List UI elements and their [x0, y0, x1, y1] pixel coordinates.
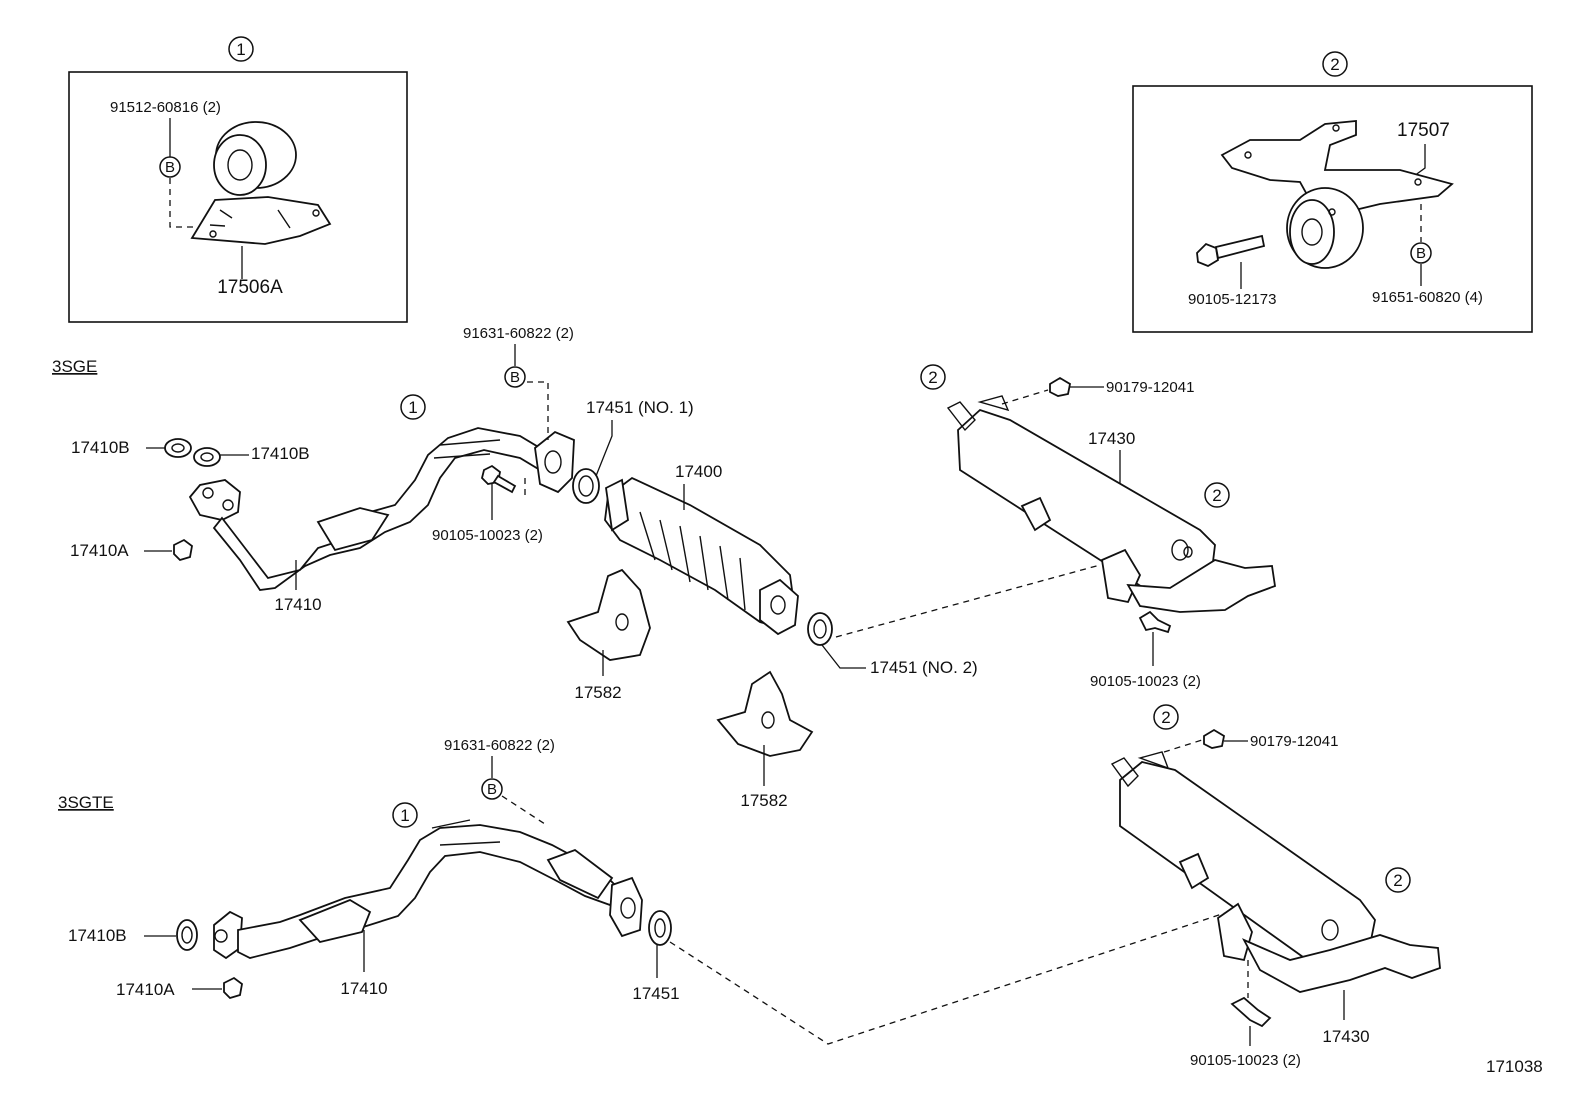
inset1-part-label: 17506A [217, 277, 283, 298]
gasket-17410b [176, 919, 198, 951]
ref-circle-1-text: 1 [400, 806, 409, 825]
ref-circle-2-text: 2 [1161, 708, 1170, 727]
label-17410b-left: 17410B [71, 438, 130, 457]
dashed-leader [169, 178, 205, 228]
pipe-flange [534, 430, 575, 494]
ref-circle-2-text: 2 [1330, 55, 1339, 74]
section-3sge-title: 3SGE [52, 357, 97, 376]
dashed-leader [1163, 739, 1203, 753]
ref-circle-2 [1204, 482, 1230, 508]
inset1-bolt-label: 91512-60816 (2) [110, 99, 221, 116]
catalytic-converter-17400 [604, 476, 799, 636]
bolt-b-marker [504, 366, 526, 388]
dashed-leader [527, 381, 549, 440]
dashed-connection [835, 564, 1101, 638]
label-17410b-right: 17410B [251, 444, 310, 463]
dashed-leader [501, 795, 549, 827]
ref-circle-1 [392, 802, 418, 828]
label-17410a-turbo: 17410A [116, 980, 175, 999]
label-90105-10023-turbo: 90105-10023 (2) [1190, 1052, 1301, 1069]
label-17400: 17400 [675, 462, 722, 481]
ref-circle-2-text: 2 [1212, 486, 1221, 505]
section-3sge: 3SGE 17410B 17410B 17410A 17410 1 91631 [52, 325, 1276, 810]
ref-circle-1-text: 1 [408, 398, 417, 417]
bolt-90105-10023 [1230, 996, 1272, 1028]
ref-circle-2 [1385, 867, 1411, 893]
bolt-90105-10023 [1138, 610, 1172, 634]
ref-circle-1 [228, 36, 254, 62]
bolt-b-marker-text: B [487, 781, 497, 798]
gasket-17410b [164, 438, 192, 458]
label-91631-60822-top: 91631-60822 (2) [463, 325, 574, 342]
front-pipe-17410-turbo [213, 819, 643, 960]
bracket-17507 [1220, 120, 1454, 269]
label-17410-turbo: 17410 [340, 979, 387, 998]
ref-circle-2 [1322, 51, 1348, 77]
label-17430-turbo: 17430 [1322, 1027, 1369, 1046]
ref-circle-1 [400, 394, 426, 420]
ref-circle-2 [1153, 704, 1179, 730]
label-90105-10023-muffler: 90105-10023 (2) [1090, 673, 1201, 690]
leader [595, 420, 613, 477]
muffler-17430-turbo [1110, 751, 1441, 993]
label-90179-12041-turbo: 90179-12041 [1250, 733, 1338, 750]
gasket-17451 [648, 910, 672, 946]
gasket-17451-no1 [572, 468, 600, 504]
bolt-b-marker [159, 156, 181, 178]
nut-90179-12041 [1049, 376, 1072, 397]
label-17410b-turbo: 17410B [68, 926, 127, 945]
inset-1-hanger: 1 91512-60816 (2) B 17506A [68, 36, 408, 323]
muffler-17430 [946, 395, 1276, 613]
ref-circle-2-text: 2 [928, 368, 937, 387]
leader [821, 644, 866, 669]
section-3sgte: 3SGTE 91631-60822 (2) B 1 17410 17410B 1… [58, 704, 1441, 1069]
bolt-b-marker-text: B [1416, 245, 1426, 262]
label-90179-12041: 90179-12041 [1106, 379, 1194, 396]
bolt-b-marker [481, 778, 503, 800]
bracket-17582-a [566, 568, 651, 661]
label-17410: 17410 [274, 595, 321, 614]
front-pipe-17410 [188, 427, 550, 591]
nut-90179-12041 [1203, 728, 1226, 749]
label-90105-10023: 90105-10023 (2) [432, 527, 543, 544]
inset2-part-label: 17507 [1397, 120, 1450, 141]
bracket-17582-b [716, 670, 814, 757]
inset2-bolt-label: 90105-12173 [1188, 291, 1276, 308]
ref-circle-2 [920, 364, 946, 390]
dashed-leader [1001, 389, 1049, 405]
rubber-hanger-17506A [190, 121, 332, 245]
gasket-17410b [193, 447, 221, 467]
label-17582-a: 17582 [574, 683, 621, 702]
gasket-17451-no2 [807, 612, 833, 646]
label-17430: 17430 [1088, 429, 1135, 448]
inset-2-bracket: 2 17507 90105-12173 B 91651-60820 (4) [1132, 51, 1533, 333]
label-17451-no1: 17451 (NO. 1) [586, 398, 694, 417]
ref-circle-1-text: 1 [236, 40, 245, 59]
document-number: 171038 [1486, 1057, 1543, 1076]
section-3sgte-title: 3SGTE [58, 793, 114, 812]
ref-circle-2-text: 2 [1393, 871, 1402, 890]
bolt-b-marker [1410, 242, 1432, 264]
inset-1-box [68, 71, 408, 323]
dashed-connection [669, 911, 1229, 1045]
label-17451-turbo: 17451 [632, 984, 679, 1003]
leader [1413, 144, 1426, 177]
label-17410a: 17410A [70, 541, 129, 560]
label-17582-b: 17582 [740, 791, 787, 810]
bolt-b-marker-text: B [510, 369, 520, 386]
bolt-90105-12173 [1196, 234, 1266, 268]
label-91631-60822-bottom: 91631-60822 (2) [444, 737, 555, 754]
inset-2-box [1132, 85, 1533, 333]
label-17451-no2: 17451 (NO. 2) [870, 658, 978, 677]
bolt-b-marker-text: B [165, 159, 175, 176]
inset2-bolt2-label: 91651-60820 (4) [1372, 289, 1483, 306]
nut-17410a [173, 538, 193, 562]
nut-17410a [223, 976, 243, 1000]
